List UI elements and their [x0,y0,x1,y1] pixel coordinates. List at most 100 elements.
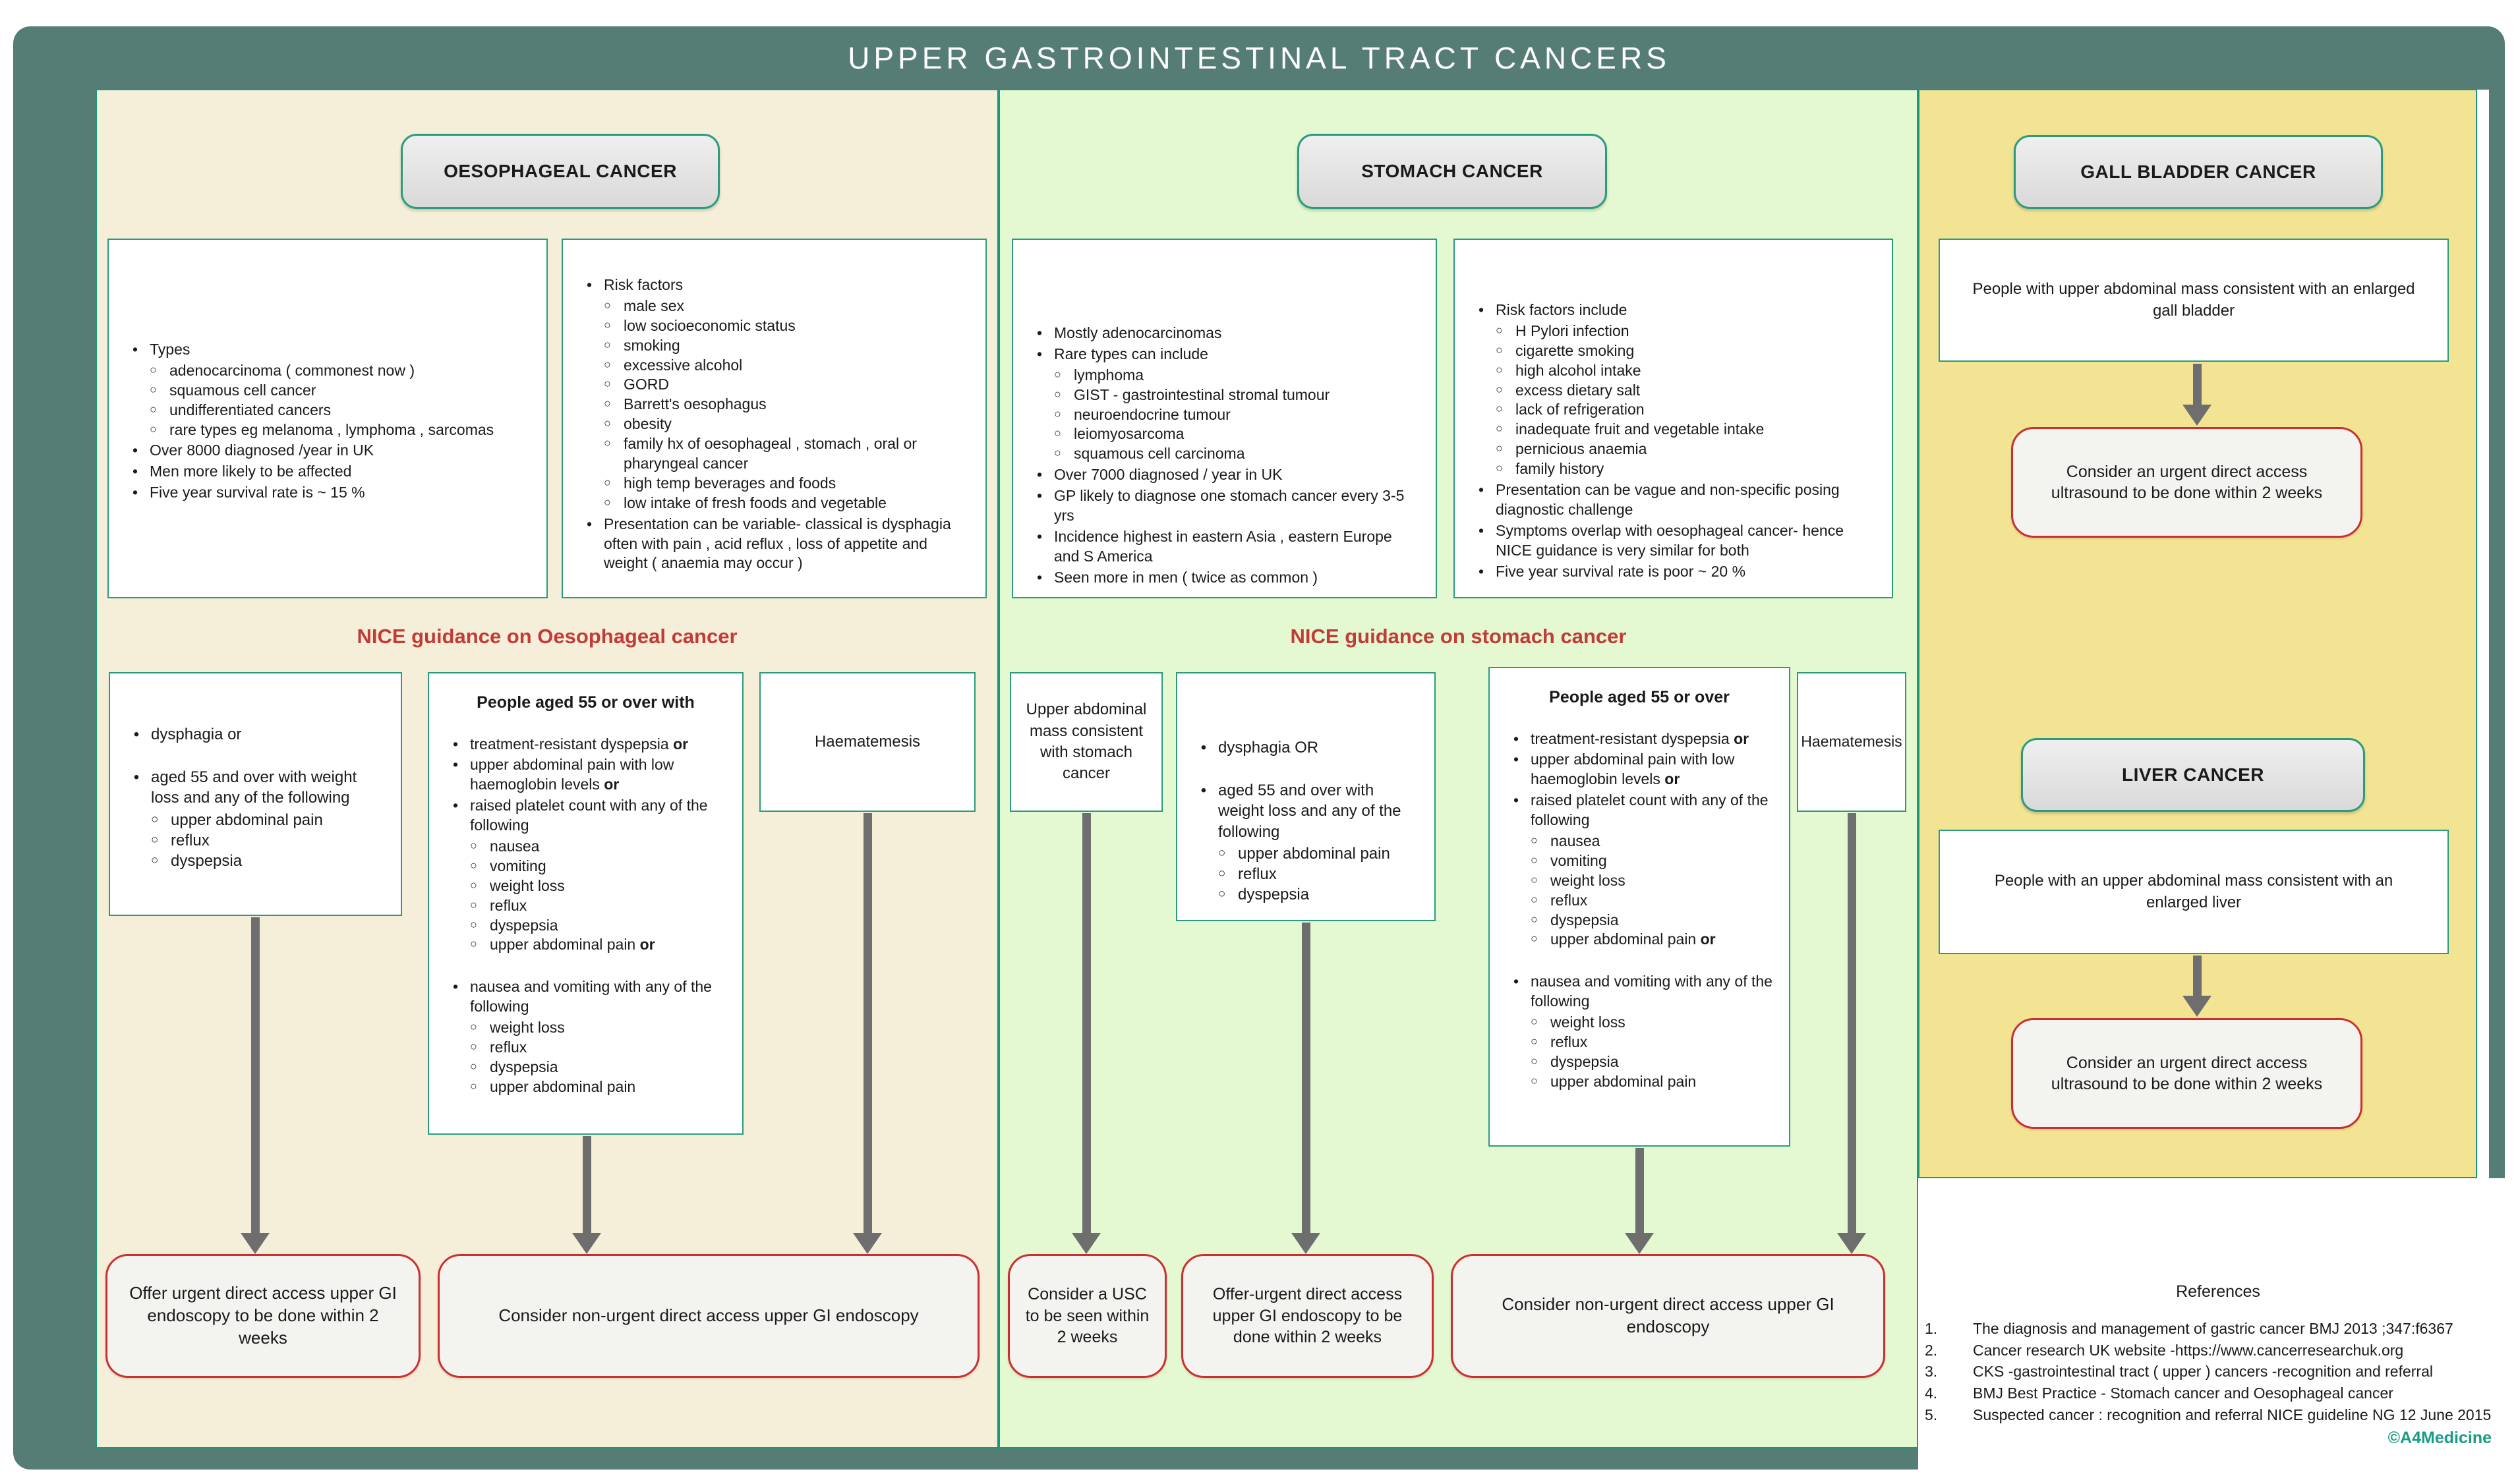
oesophageal-aged55-list: •treatment-resistant dyspepsia or•upper … [429,727,742,1104]
sub-bullet-item: ○leiomyosarcoma [1025,424,1420,444]
oesophageal-nice-heading: NICE guidance on Oesophageal cancer [357,625,738,648]
sub-bullet-item: ○lymphoma [1025,366,1420,385]
reference-text: Suspected cancer : recognition and refer… [1973,1406,2492,1423]
bullet-icon: • [1200,782,1207,800]
list-item-text: nausea and vomiting with any of the foll… [470,978,712,1015]
list-item-text: raised platelet count with any of the fo… [470,797,708,834]
arrow-stem [1301,923,1310,1233]
arrow-down-icon [1837,813,1866,1254]
circle-bullet-icon: ○ [1531,1034,1538,1048]
bullet-item: •Five year survival rate is ~ 15 % [121,483,531,503]
circle-bullet-icon: ○ [470,1079,477,1093]
sub-bullet-item: ○reflux [122,830,385,851]
bullet-icon: • [1478,301,1484,318]
sub-bullet-item: ○H Pylori infection [1467,322,1876,341]
list-item-text: Over 8000 diagnosed /year in UK [150,442,374,459]
sub-bullet-item: ○adenocarcinoma ( commonest now ) [121,361,531,381]
bullet-item: •GP likely to diagnose one stomach cance… [1025,486,1420,526]
bullet-icon: • [1036,487,1043,505]
bullet-icon: • [1036,568,1043,586]
stomach-aged55-heading: People aged 55 or over [1549,688,1730,706]
sub-bullet-item: ○dyspepsia [1502,911,1773,930]
bullet-item: •dysphagia OR [1189,737,1419,758]
circle-bullet-icon: ○ [1531,932,1538,946]
sub-bullet-item: ○pernicious anaemia [1467,440,1876,459]
list-item-text: nausea [490,837,540,855]
bullet-icon: • [1513,791,1519,809]
sub-bullet-item: ○reflux [1502,1033,1773,1052]
sub-bullet-item: ○family hx of oesophageal , stomach , or… [575,434,970,474]
sub-bullet-item: ○male sex [575,297,970,316]
circle-bullet-icon: ○ [1218,845,1226,859]
circle-bullet-icon: ○ [470,838,477,852]
list-item-text: dyspepsia [490,916,558,934]
sub-bullet-item: ○dyspepsia [1502,1052,1773,1072]
reference-item: 1.The diagnosis and management of gastri… [1917,1318,2513,1340]
arrow-down-icon [241,917,270,1254]
list-item-text: undifferentiated cancers [169,401,332,418]
sub-bullet-item: ○obesity [575,414,970,434]
list-item-text: H Pylori infection [1515,322,1629,339]
reference-number: 1. [1925,1320,1938,1337]
bullet-icon: • [133,726,140,743]
circle-bullet-icon: ○ [604,495,611,509]
circle-bullet-icon: ○ [1054,446,1061,460]
circle-bullet-icon: ○ [1496,382,1503,396]
stomach-haematemesis-box: Haematemesis [1797,672,1906,812]
stomach-header-box: STOMACH CANCER [1297,134,1607,209]
stomach-facts-list: •Mostly adenocarcinomas•Rare types can i… [1013,240,1436,596]
circle-bullet-icon: ○ [470,937,477,951]
circle-bullet-icon: ○ [604,397,611,411]
arrow-down-icon [572,1136,601,1254]
circle-bullet-icon: ○ [1496,422,1503,436]
circle-bullet-icon: ○ [1531,1015,1538,1029]
stomach-dysphagia-box: •dysphagia OR•aged 55 and over with weig… [1176,672,1436,921]
circle-bullet-icon: ○ [604,377,611,391]
list-item-text: upper abdominal pain or [490,936,655,954]
oesophageal-aged55-box: People aged 55 or over with •treatment-r… [428,672,744,1135]
bullet-icon: • [452,756,459,774]
sub-bullet-item: ○undifferentiated cancers [121,401,531,420]
stomach-nice-heading: NICE guidance on stomach cancer [1290,625,1627,648]
arrow-head [1291,1233,1320,1254]
sub-bullet-item: ○Barrett's oesophagus [575,395,970,414]
list-item-text: lack of refrigeration [1515,401,1645,418]
circle-bullet-icon: ○ [150,422,157,436]
arrow-head [241,1233,270,1254]
oesophageal-header-box: OESOPHAGEAL CANCER [401,134,720,209]
gallbladder-action: Consider an urgent direct access ultraso… [2011,427,2362,538]
sub-bullet-item: ○upper abdominal pain [1189,843,1419,864]
arrow-stem [1847,813,1856,1233]
list-item-text: reflux [1550,891,1588,909]
frame-left-band [13,89,96,1470]
liver-criteria-box: People with an upper abdominal mass cons… [1939,830,2449,954]
bullet-icon: • [1036,345,1043,362]
sub-bullet-item: ○low intake of fresh foods and vegetable [575,494,970,513]
bullet-icon: • [586,276,593,293]
stomach-action-usc: Consider a USC to be seen within 2 weeks [1008,1254,1167,1378]
gallbladder-header-box: GALL BLADDER CANCER [2014,135,2383,209]
list-item-text: Seen more in men ( twice as common ) [1054,568,1318,586]
list-item-text: Rare types can include [1054,345,1208,362]
arrow-down-icon [1291,923,1320,1254]
arrow-head [572,1233,601,1254]
bullet-item: •Five year survival rate is poor ~ 20 % [1467,562,1876,582]
list-item-text: upper abdominal pain or [1550,930,1716,948]
list-item-text: dysphagia or [151,726,242,743]
list-item-text: Types [150,341,190,358]
references-heading: References [2176,1282,2260,1301]
oesophageal-action-urgent: Offer urgent direct access upper GI endo… [105,1254,421,1378]
list-item-text: dyspepsia [1550,911,1619,928]
oesophageal-action-nonurgent: Consider non-urgent direct access upper … [438,1254,980,1378]
circle-bullet-icon: ○ [470,1039,477,1053]
arrow-stem [1082,813,1091,1233]
circle-bullet-icon: ○ [1531,872,1538,886]
oesophageal-header-label: OESOPHAGEAL CANCER [444,161,677,181]
bullet-item: • Rare types can include [1025,345,1420,364]
circle-bullet-icon: ○ [150,382,157,396]
sub-bullet-item: ○ upper abdominal pain or [1502,930,1773,950]
reference-number: 4. [1925,1384,1938,1402]
sub-bullet-item: ○squamous cell cancer [121,381,531,401]
stomach-mass-box: Upper abdominal mass consistent with sto… [1010,672,1163,812]
